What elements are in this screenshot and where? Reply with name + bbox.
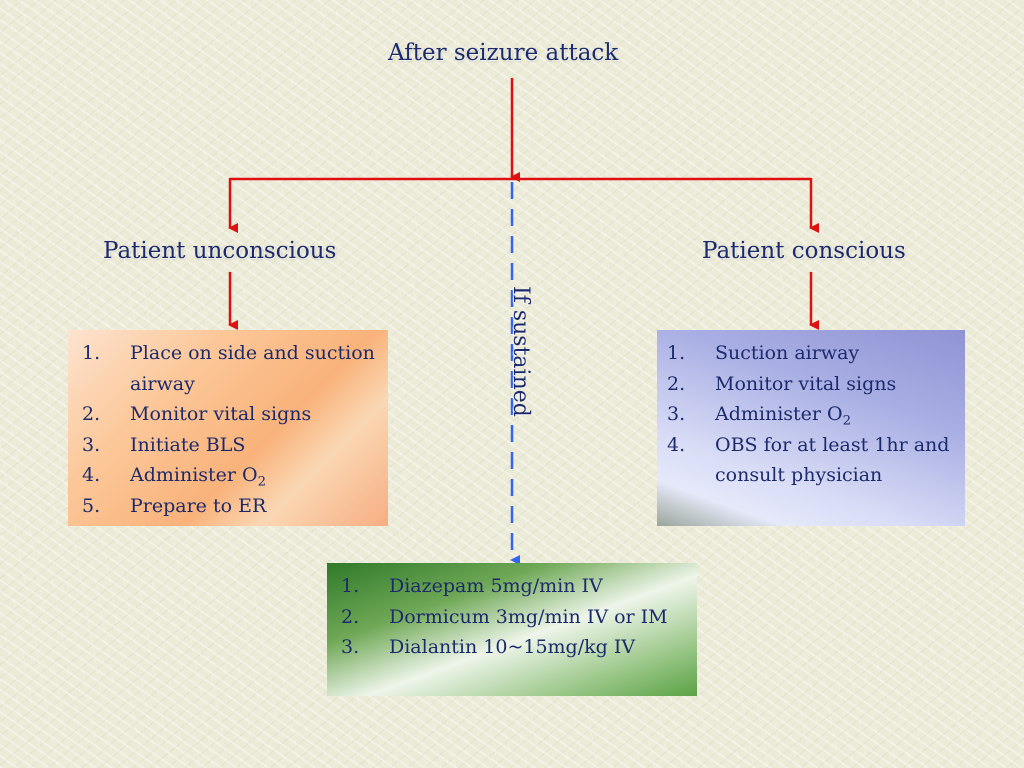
medication-steps-box: 1. Diazepam 5mg/min IV 2. Dormicum 3mg/min…: [327, 563, 697, 696]
item-text: Diazepam 5mg/min IV: [389, 575, 603, 597]
item-text: Administer O: [130, 464, 258, 486]
item-text: Monitor vital signs: [715, 372, 897, 395]
list-item: 2. Dormicum 3mg/min IV or IM: [341, 602, 687, 633]
list-item: 3. Administer O2: [667, 399, 955, 430]
item-text: Administer O: [715, 403, 843, 425]
conscious-steps-box: 1. Suction airway 2. Monitor vital signs 3…: [657, 330, 965, 526]
list-item: 2. Monitor vital signs: [667, 369, 955, 400]
diagram-title: After seizure attack: [388, 40, 619, 66]
item-text: Place on side and suction airway: [130, 342, 375, 395]
item-number: 3.: [82, 433, 101, 456]
item-text: Dialantin 10~15mg/kg IV: [389, 636, 636, 658]
list-item: 1. Suction airway: [667, 338, 955, 369]
patient-conscious-heading: Patient conscious: [702, 238, 906, 264]
subscript: 2: [257, 474, 267, 490]
item-number: 2.: [667, 372, 686, 395]
item-number: 1.: [667, 342, 686, 364]
list-item: 1. Place on side and suction airway: [82, 338, 378, 399]
list-item: 2. Monitor vital signs: [82, 399, 378, 430]
item-text: Dormicum 3mg/min IV or IM: [389, 605, 668, 628]
item-text: Suction airway: [715, 342, 860, 364]
item-text: Monitor vital signs: [130, 403, 312, 425]
item-number: 5.: [82, 494, 101, 517]
item-text: Prepare to ER: [130, 494, 267, 517]
item-text: Initiate BLS: [130, 433, 246, 456]
list-item: 3. Initiate BLS: [82, 430, 378, 461]
item-number: 2.: [341, 605, 360, 628]
list-item: 4. OBS for at least 1hr and consult physi…: [667, 430, 955, 491]
item-number: 4.: [667, 433, 686, 456]
item-number: 1.: [82, 342, 101, 364]
list-item: 3. Dialantin 10~15mg/kg IV: [341, 632, 687, 663]
list-item: 5. Prepare to ER: [82, 491, 378, 522]
item-number: 2.: [82, 403, 101, 425]
item-number: 3.: [667, 403, 686, 425]
item-number: 3.: [341, 636, 360, 658]
list-item: 1. Diazepam 5mg/min IV: [341, 571, 687, 602]
list-item: 4. Administer O2: [82, 460, 378, 491]
subscript: 2: [842, 413, 852, 429]
item-text: OBS for at least 1hr and consult physici…: [715, 433, 950, 487]
unconscious-steps-box: 1. Place on side and suction airway 2. Mon…: [68, 330, 388, 526]
if-sustained-label: If sustained: [508, 286, 533, 417]
item-number: 4.: [82, 464, 101, 486]
item-number: 1.: [341, 575, 360, 597]
patient-unconscious-heading: Patient unconscious: [103, 238, 337, 264]
